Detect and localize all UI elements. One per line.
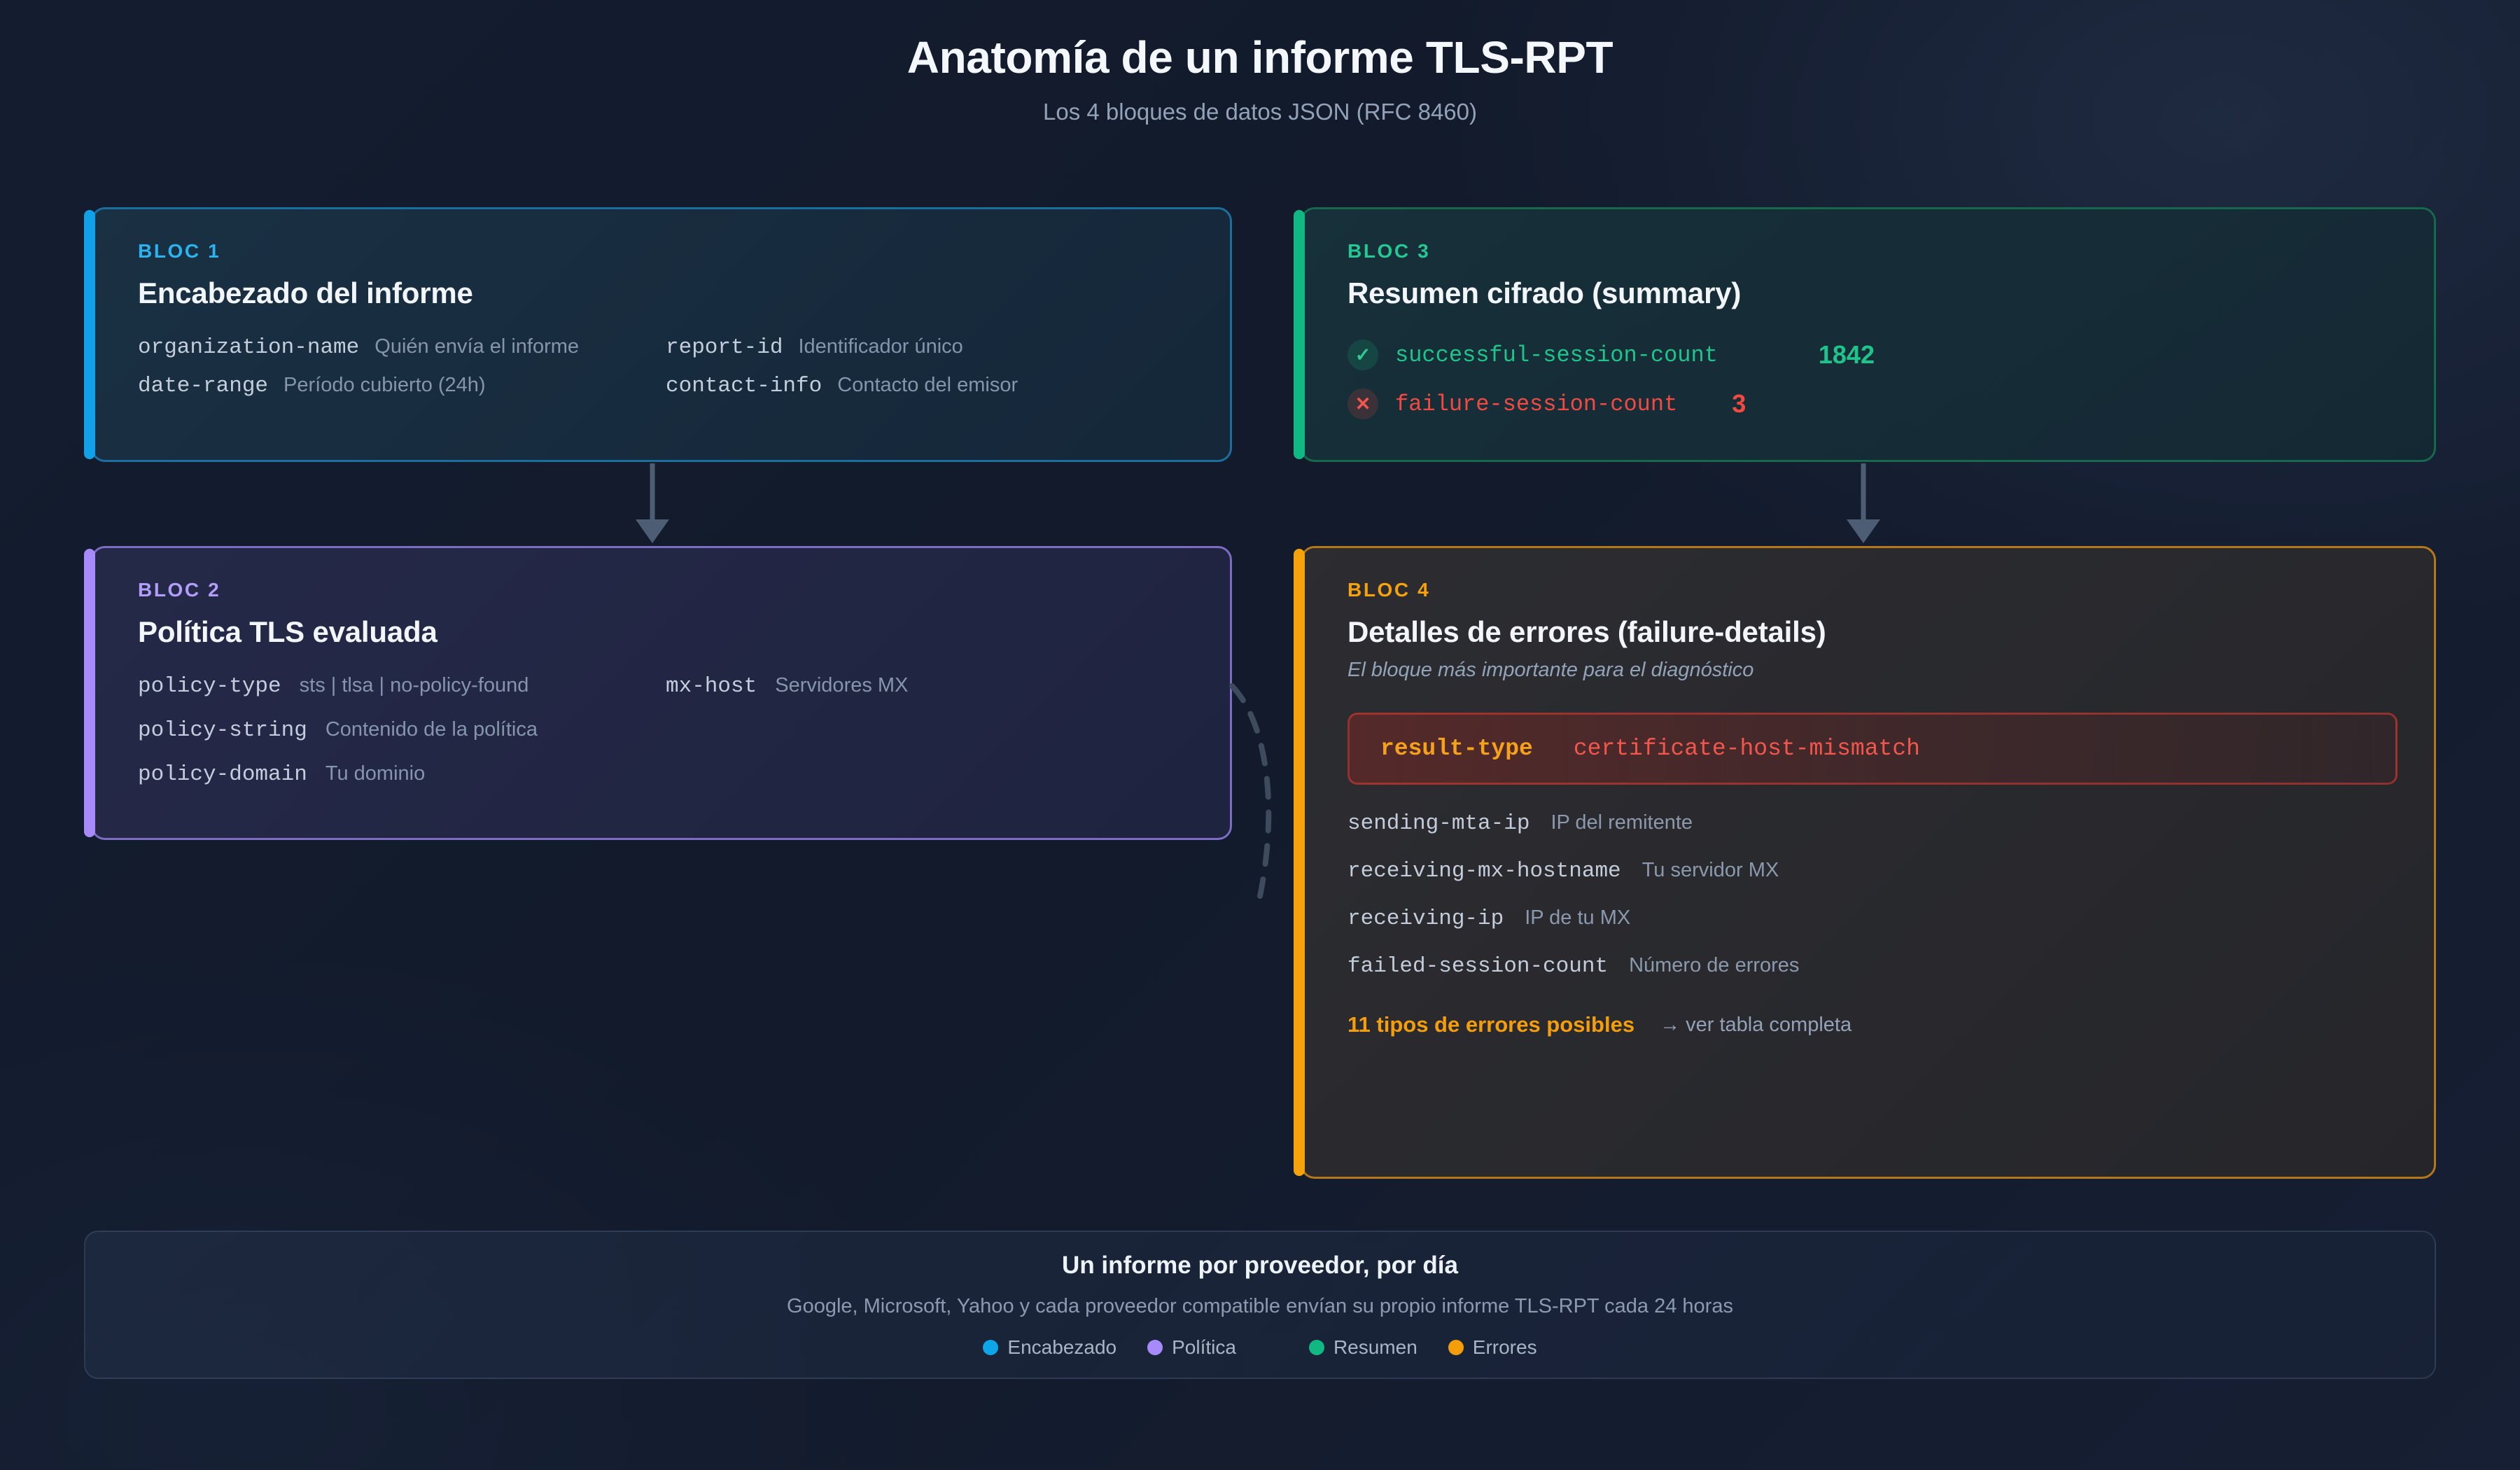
error-table-link[interactable]: → ver tabla completa xyxy=(1660,1013,1852,1036)
field-desc: Contenido de la política xyxy=(325,718,538,741)
field-desc: Número de errores xyxy=(1629,954,1800,976)
block-card-3[interactable]: BLOC 3 Resumen cifrado (summary) ✓ succe… xyxy=(1294,207,2436,462)
stat-value: 3 xyxy=(1732,389,1746,418)
field-key: date-range xyxy=(138,374,269,398)
accent-bar-block-4 xyxy=(1294,549,1305,1176)
field-desc: Identificador único xyxy=(798,335,963,358)
legend: Encabezado Política Resumen Errores xyxy=(983,1336,1537,1359)
footer-card: Un informe por proveedor, por día Google… xyxy=(84,1231,2436,1379)
block-1-tag: BLOC 1 xyxy=(138,240,221,262)
field-row: organization-name Quién envía el informe xyxy=(138,335,666,360)
field-desc: Tu servidor MX xyxy=(1642,859,1779,881)
legend-label: Errores xyxy=(1472,1336,1537,1358)
field-desc: Servidores MX xyxy=(775,674,909,696)
page-subtitle: Los 4 bloques de datos JSON (RFC 8460) xyxy=(1043,98,1477,125)
legend-label: Encabezado xyxy=(1007,1336,1117,1358)
block-3-title: Resumen cifrado (summary) xyxy=(1348,276,1742,309)
field-key: policy-string xyxy=(138,718,307,743)
accent-bar-block-2 xyxy=(84,549,95,837)
field-key: receiving-ip xyxy=(1348,906,1504,931)
field-desc: IP del remitente xyxy=(1550,811,1693,834)
field-desc: Período cubierto (24h) xyxy=(284,374,486,396)
field-key: policy-type xyxy=(138,674,281,699)
field-row: failed-session-count Número de errores xyxy=(1348,954,2398,979)
stat-value: 1842 xyxy=(1818,340,1875,369)
field-row: receiving-ip IP de tu MX xyxy=(1348,906,2398,931)
legend-label: Resumen xyxy=(1333,1336,1418,1358)
check-icon: ✓ xyxy=(1348,340,1378,370)
result-type-highlight[interactable]: result-type certificate-host-mismatch xyxy=(1348,713,2398,785)
field-row: sending-mta-ip IP del remitente xyxy=(1348,811,2398,836)
block-card-1[interactable]: BLOC 1 Encabezado del informe organizati… xyxy=(84,207,1232,462)
legend-dot-icon xyxy=(983,1339,999,1355)
connector-block1-to-block2 xyxy=(636,463,669,543)
legend-dot-icon xyxy=(1448,1339,1464,1355)
block-4-tag: BLOC 4 xyxy=(1348,579,1431,601)
field-key: mx-host xyxy=(666,674,757,699)
field-key: failed-session-count xyxy=(1348,954,1609,979)
field-desc: Contacto del emisor xyxy=(837,374,1018,396)
block-4-title: Detalles de errores (failure-details) xyxy=(1348,615,1826,648)
stat-key: failure-session-count xyxy=(1395,391,1678,417)
field-key: sending-mta-ip xyxy=(1348,811,1530,836)
block-1-title: Encabezado del informe xyxy=(138,276,473,309)
field-row-empty xyxy=(666,718,1194,743)
field-row: policy-type sts | tlsa | no-policy-found xyxy=(138,674,666,699)
legend-item-resumen: Resumen xyxy=(1308,1336,1418,1359)
block-4-note: El bloque más importante para el diagnós… xyxy=(1348,659,1754,681)
error-count-label: 11 tipos de errores posibles xyxy=(1348,1012,1635,1037)
field-desc: Quién envía el informe xyxy=(374,335,580,358)
block-2-tag: BLOC 2 xyxy=(138,579,221,601)
result-type-value: certificate-host-mismatch xyxy=(1573,736,1920,762)
legend-dot-icon xyxy=(1308,1339,1324,1355)
legend-item-politica: Política xyxy=(1147,1336,1236,1359)
field-desc: Tu dominio xyxy=(325,762,426,785)
block-3-body: BLOC 3 Resumen cifrado (summary) ✓ succe… xyxy=(1301,207,2436,462)
block-1-body: BLOC 1 Encabezado del informe organizati… xyxy=(91,207,1232,462)
stat-key: successful-session-count xyxy=(1395,342,1718,368)
field-row: receiving-mx-hostname Tu servidor MX xyxy=(1348,859,2398,883)
cross-icon: ✕ xyxy=(1348,388,1378,419)
field-key: report-id xyxy=(666,335,783,360)
block-4-body: BLOC 4 Detalles de errores (failure-deta… xyxy=(1301,546,2436,1179)
block-card-2[interactable]: BLOC 2 Política TLS evaluada policy-type… xyxy=(84,546,1232,840)
block-4-fields: sending-mta-ip IP del remitente receivin… xyxy=(1348,811,2398,979)
field-row: policy-domain Tu dominio xyxy=(138,762,666,787)
block-2-title: Política TLS evaluada xyxy=(138,615,438,648)
stat-row-failure: ✕ failure-session-count 3 xyxy=(1348,388,2398,419)
page-header: Anatomía de un informe TLS-RPT Los 4 blo… xyxy=(0,32,2520,125)
footer-subtitle: Google, Microsoft, Yahoo y cada proveedo… xyxy=(787,1294,1733,1317)
block-2-body: BLOC 2 Política TLS evaluada policy-type… xyxy=(91,546,1232,840)
field-desc: sts | tlsa | no-policy-found xyxy=(299,674,529,696)
footer-title: Un informe por proveedor, por día xyxy=(1062,1251,1458,1279)
field-row: contact-info Contacto del emisor xyxy=(666,374,1194,398)
field-key: policy-domain xyxy=(138,762,307,787)
field-key: organization-name xyxy=(138,335,360,360)
legend-item-encabezado: Encabezado xyxy=(983,1336,1116,1359)
block-2-fields: policy-type sts | tlsa | no-policy-found… xyxy=(138,674,1194,787)
page-title: Anatomía de un informe TLS-RPT xyxy=(906,32,1614,83)
field-key: receiving-mx-hostname xyxy=(1348,859,1621,883)
connector-block3-to-block4 xyxy=(1847,463,1880,543)
field-row: policy-string Contenido de la política xyxy=(138,718,666,743)
block-3-tag: BLOC 3 xyxy=(1348,240,1431,262)
legend-label: Política xyxy=(1172,1336,1236,1358)
stat-row-success: ✓ successful-session-count 1842 xyxy=(1348,340,2398,370)
block-3-stats: ✓ successful-session-count 1842 ✕ failur… xyxy=(1348,340,2398,419)
field-row: report-id Identificador único xyxy=(666,335,1194,360)
legend-dot-icon xyxy=(1147,1339,1163,1355)
field-desc: IP de tu MX xyxy=(1525,906,1631,929)
legend-item-errores: Errores xyxy=(1448,1336,1537,1359)
block-1-fields: organization-name Quién envía el informe… xyxy=(138,335,1194,398)
result-type-key: result-type xyxy=(1380,736,1533,762)
accent-bar-block-3 xyxy=(1294,210,1305,459)
field-row: mx-host Servidores MX xyxy=(666,674,1194,699)
field-row-empty xyxy=(666,762,1194,787)
field-key: contact-info xyxy=(666,374,822,398)
accent-bar-block-1 xyxy=(84,210,95,459)
block-card-4[interactable]: BLOC 4 Detalles de errores (failure-deta… xyxy=(1294,546,2436,1179)
error-types-row[interactable]: 11 tipos de errores posibles → ver tabla… xyxy=(1348,1012,2398,1037)
field-row: date-range Período cubierto (24h) xyxy=(138,374,666,398)
